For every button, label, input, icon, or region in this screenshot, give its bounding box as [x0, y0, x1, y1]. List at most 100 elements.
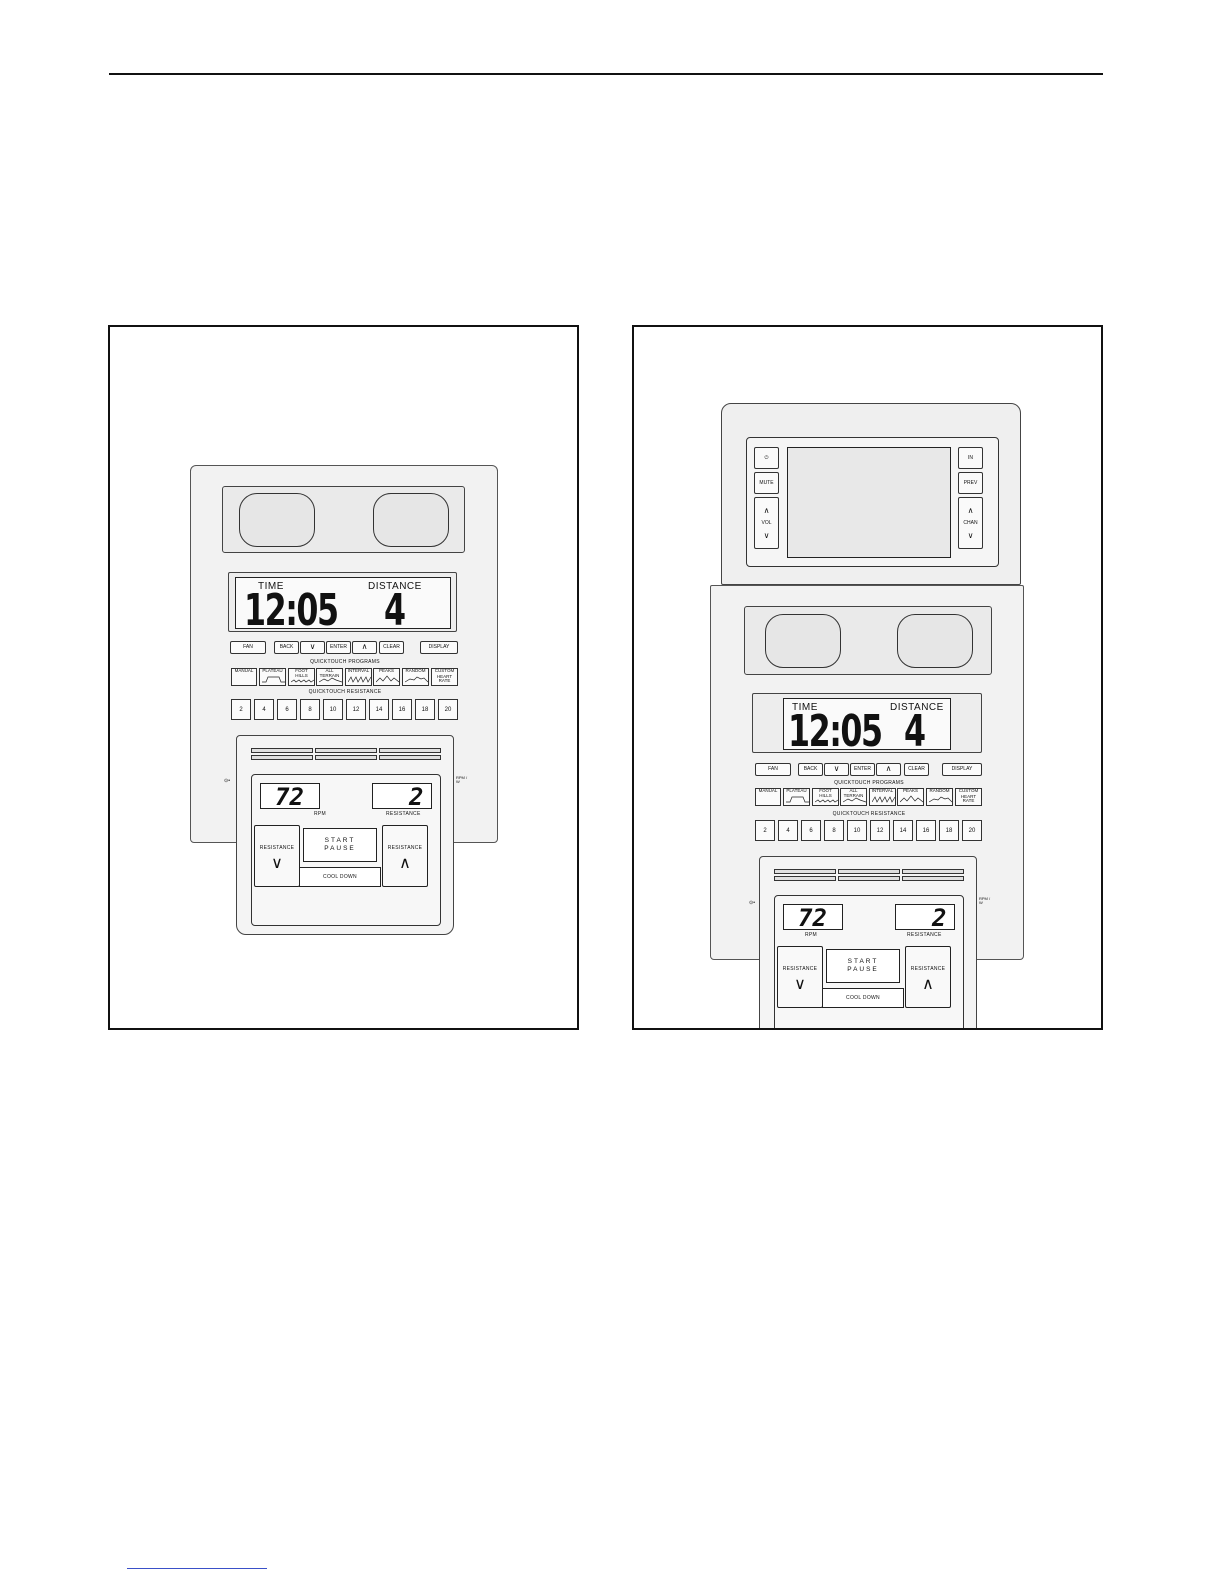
- resistance-6-button[interactable]: 6: [277, 699, 297, 720]
- start-pause-button[interactable]: START PAUSE: [826, 949, 900, 983]
- resistance-up-button[interactable]: RESISTANCE ∧: [382, 825, 428, 887]
- control-row: FAN BACK ∨ ENTER ∧ CLEAR DISPLAY: [230, 641, 460, 655]
- figure-right-console-with-tv: ⏻ MUTE ∧ VOL ∨ IN PREV ∧ CHAN ∨ TIME 12:…: [632, 325, 1103, 1030]
- resistance-18-button[interactable]: 18: [939, 820, 959, 841]
- program-label: HILLS: [819, 792, 832, 798]
- enter-button[interactable]: ENTER: [326, 641, 351, 654]
- display-button[interactable]: DISPLAY: [420, 641, 458, 654]
- resistance-4-button[interactable]: 4: [778, 820, 798, 841]
- resistance-up-button[interactable]: RESISTANCE ∧: [905, 946, 951, 1008]
- down-arrow-button[interactable]: ∨: [300, 641, 325, 654]
- program-all-terrain-button[interactable]: ALL TERRAIN: [840, 788, 867, 806]
- resistance-caption: QUICKTOUCH RESISTANCE: [832, 811, 906, 817]
- resistance-down-label: RESISTANCE: [782, 966, 818, 972]
- resistance-14-button[interactable]: 14: [369, 699, 389, 720]
- resistance-display: 2: [372, 783, 432, 809]
- cool-down-button[interactable]: COOL DOWN: [822, 988, 904, 1008]
- fan-button[interactable]: FAN: [755, 763, 791, 776]
- resistance-20-button[interactable]: 20: [962, 820, 982, 841]
- figure-left-console: TIME 12:05 DISTANCE 4 FAN BACK ∨ ENTER ∧…: [108, 325, 579, 1030]
- main-display: TIME 12:05 DISTANCE 4: [235, 577, 451, 633]
- prev-button[interactable]: PREV: [958, 472, 983, 494]
- vent-slot: [315, 755, 377, 760]
- program-label: MANUAL: [758, 788, 778, 793]
- input-button[interactable]: IN: [958, 447, 983, 469]
- resistance-2-button[interactable]: 2: [231, 699, 251, 720]
- resistance-display-label: RESISTANCE: [386, 811, 421, 817]
- resistance-down-button[interactable]: RESISTANCE ∨: [254, 825, 300, 887]
- resistance-up-label: RESISTANCE: [387, 845, 423, 851]
- resistance-6-button[interactable]: 6: [801, 820, 821, 841]
- cup-holder-right: [897, 614, 973, 668]
- up-arrow-button[interactable]: ∧: [876, 763, 901, 776]
- program-custom-button[interactable]: CUSTOM HEART RATE: [431, 668, 458, 686]
- resistance-10-button[interactable]: 10: [323, 699, 343, 720]
- back-button[interactable]: BACK: [798, 763, 823, 776]
- resistance-8-button[interactable]: 8: [824, 820, 844, 841]
- up-arrow-button[interactable]: ∧: [352, 641, 377, 654]
- volume-up-icon: ∧: [763, 506, 770, 515]
- program-interval-button[interactable]: INTERVAL: [869, 788, 896, 806]
- distance-value: 4: [384, 585, 406, 636]
- fan-button[interactable]: FAN: [230, 641, 266, 654]
- program-custom-button[interactable]: CUSTOM HEART RATE: [955, 788, 982, 806]
- program-label: INTERVAL: [871, 788, 894, 793]
- lower-control-panel: 72 RPM 2 RESISTANCE RESISTANCE ∨ START P…: [759, 856, 977, 1028]
- clear-button[interactable]: CLEAR: [379, 641, 404, 654]
- resistance-16-button[interactable]: 16: [916, 820, 936, 841]
- mute-button[interactable]: MUTE: [754, 472, 779, 494]
- program-plateau-button[interactable]: PLATEAU: [259, 668, 286, 686]
- resistance-14-button[interactable]: 14: [893, 820, 913, 841]
- program-label: HEART RATE: [960, 793, 977, 803]
- vent-slot: [902, 869, 964, 874]
- interval-profile-icon: [872, 796, 895, 803]
- time-value: 12:05: [244, 585, 339, 636]
- resistance-20-button[interactable]: 20: [438, 699, 458, 720]
- power-button[interactable]: ⏻: [754, 447, 779, 469]
- program-random-button[interactable]: RANDOM: [926, 788, 953, 806]
- resistance-2-button[interactable]: 2: [755, 820, 775, 841]
- program-label: MANUAL: [234, 668, 254, 673]
- distance-label: DISTANCE: [890, 702, 944, 713]
- lower-control-panel: 72 RPM 2 RESISTANCE RESISTANCE ∨ START P…: [236, 735, 454, 935]
- program-peaks-button[interactable]: PEAKS: [897, 788, 924, 806]
- program-interval-button[interactable]: INTERVAL: [345, 668, 372, 686]
- volume-down-icon: ∨: [763, 531, 770, 540]
- page-top-rule: [109, 73, 1103, 75]
- program-all-terrain-button[interactable]: ALL TERRAIN: [316, 668, 343, 686]
- display-button[interactable]: DISPLAY: [942, 763, 982, 776]
- volume-label: VOL: [761, 520, 772, 526]
- programs-caption: QUICKTOUCH PROGRAMS: [834, 780, 904, 786]
- program-manual-button[interactable]: MANUAL: [755, 788, 781, 806]
- down-arrow-button[interactable]: ∨: [824, 763, 849, 776]
- channel-up-icon: ∧: [967, 506, 974, 515]
- vent-slot: [379, 748, 441, 753]
- program-foothills-button[interactable]: FOOT HILLS: [812, 788, 839, 806]
- right-side-mark: RPM / W: [456, 775, 468, 785]
- back-button[interactable]: BACK: [274, 641, 299, 654]
- program-label: TERRAIN: [319, 672, 340, 678]
- resistance-display-label: RESISTANCE: [907, 932, 942, 938]
- random-profile-icon: [929, 796, 952, 803]
- program-foothills-button[interactable]: FOOT HILLS: [288, 668, 315, 686]
- control-row: FAN BACK ∨ ENTER ∧ CLEAR DISPLAY: [755, 763, 983, 777]
- resistance-18-button[interactable]: 18: [415, 699, 435, 720]
- resistance-16-button[interactable]: 16: [392, 699, 412, 720]
- program-plateau-button[interactable]: PLATEAU: [783, 788, 810, 806]
- cool-down-button[interactable]: COOL DOWN: [299, 867, 381, 887]
- resistance-8-button[interactable]: 8: [300, 699, 320, 720]
- resistance-10-button[interactable]: 10: [847, 820, 867, 841]
- clear-button[interactable]: CLEAR: [904, 763, 929, 776]
- program-random-button[interactable]: RANDOM: [402, 668, 429, 686]
- channel-rocker[interactable]: ∧ CHAN ∨: [958, 497, 983, 549]
- volume-rocker[interactable]: ∧ VOL ∨: [754, 497, 779, 549]
- resistance-12-button[interactable]: 12: [346, 699, 366, 720]
- start-pause-button[interactable]: START PAUSE: [303, 828, 377, 862]
- resistance-down-button[interactable]: RESISTANCE ∨: [777, 946, 823, 1008]
- enter-button[interactable]: ENTER: [850, 763, 875, 776]
- rpm-value: 72: [798, 904, 827, 932]
- program-peaks-button[interactable]: PEAKS: [373, 668, 400, 686]
- program-manual-button[interactable]: MANUAL: [231, 668, 257, 686]
- resistance-4-button[interactable]: 4: [254, 699, 274, 720]
- resistance-12-button[interactable]: 12: [870, 820, 890, 841]
